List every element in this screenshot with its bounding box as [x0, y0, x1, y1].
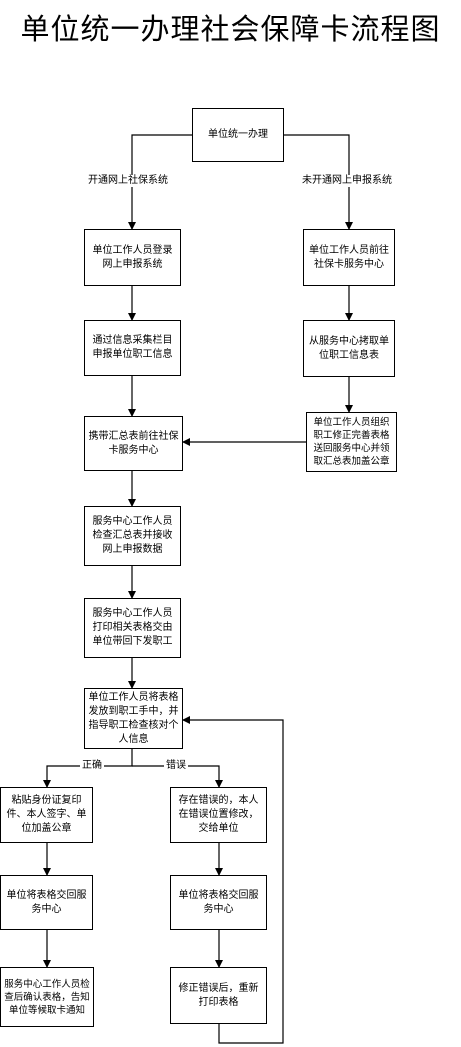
arrow-start-to-right: [284, 134, 353, 230]
node-correct-sign: 粘贴身份证复印件、本人签字、单位加盖公章: [0, 787, 93, 843]
node-error-modify: 存在错误的，本人在错误位置修改，交给单位: [170, 787, 267, 843]
node-error-reprint: 修正错误后，重新打印表格: [170, 967, 267, 1024]
node-correct-confirm: 服务中心工作人员检查后确认表格，告知单位等候取卡通知: [0, 967, 94, 1027]
node-offline-visit: 单位工作人员前往社保卡服务中心: [303, 229, 395, 286]
label-online-system: 开通网上社保系统: [88, 175, 168, 187]
page-title: 单位统一办理社会保障卡流程图: [20, 12, 441, 46]
arrow-loop-back-to-c6: [182, 716, 284, 1044]
arrow-start-to-left: [128, 134, 192, 230]
node-carry-summary: 携带汇总表前往社保卡服务中心: [84, 416, 183, 471]
node-offline-copy: 从服务中心拷取单位职工信息表: [303, 320, 395, 377]
node-error-return: 单位将表格交回服务中心: [170, 875, 267, 930]
node-center-check: 服务中心工作人员检查汇总表并接收网上申报数据: [84, 506, 181, 566]
node-offline-organize: 单位工作人员组织职工修正完善表格送回服务中心并领取汇总表加盖公章: [306, 412, 397, 472]
node-center-print: 服务中心工作人员打印相关表格交由单位带回下发职工: [84, 598, 181, 658]
label-correct: 正确: [80, 760, 104, 772]
node-start: 单位统一办理: [192, 108, 284, 162]
label-offline-system: 未开通网上申报系统: [302, 175, 392, 187]
node-correct-return: 单位将表格交回服务中心: [0, 875, 93, 930]
label-error: 错误: [164, 760, 188, 772]
node-online-login: 单位工作人员登录网上申报系统: [84, 229, 181, 286]
node-distribute-forms: 单位工作人员将表格发放到职工手中，并指导职工检查核对个人信息: [84, 688, 183, 749]
arrow-c6-to-er1: [132, 765, 223, 788]
node-online-submit: 通过信息采集栏目申报单位职工信息: [84, 320, 181, 376]
